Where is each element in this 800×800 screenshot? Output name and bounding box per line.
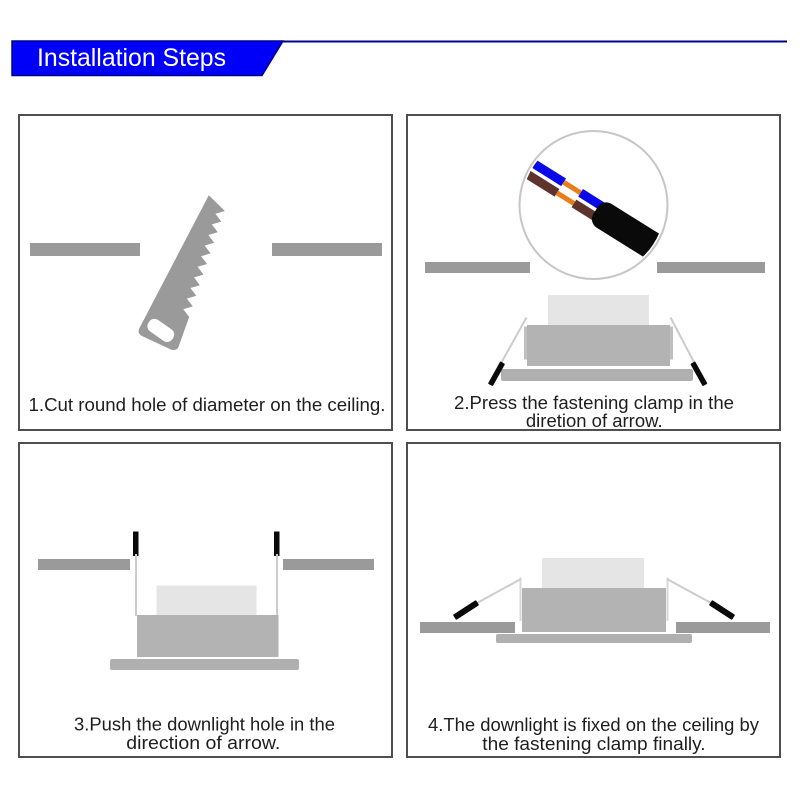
svg-text:diretion of arrow.: diretion of arrow. xyxy=(526,410,663,431)
svg-text:direction of arrow.: direction of arrow. xyxy=(126,732,280,753)
svg-text:4.The downlight is fixed on th: 4.The downlight is fixed on the ceiling … xyxy=(428,714,760,735)
svg-text:2.Press the fastening clamp in: 2.Press the fastening clamp in the xyxy=(454,392,734,413)
svg-text:the fastening clamp finally.: the fastening clamp finally. xyxy=(482,733,705,754)
svg-text:3.Push the downlight hole in t: 3.Push the downlight hole in the xyxy=(74,714,335,735)
svg-text:Installation Steps: Installation Steps xyxy=(37,44,226,72)
svg-text:1.Cut round hole of diameter o: 1.Cut round hole of diameter on the ceil… xyxy=(29,394,386,415)
